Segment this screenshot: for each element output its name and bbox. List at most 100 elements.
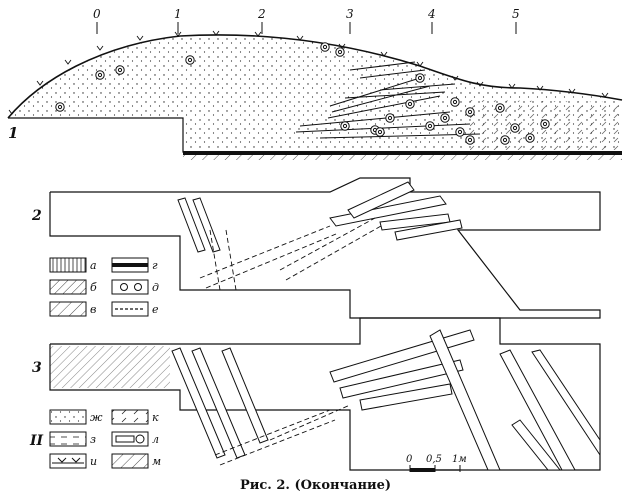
legend-top-swatch-4 [49, 301, 87, 317]
plan-top-logs [177, 181, 463, 253]
plan-bottom-dashed-traces [214, 404, 351, 466]
turf-mark [64, 59, 72, 65]
log-section-core [407, 101, 413, 107]
plan-top-dashed-traces [199, 217, 382, 291]
log-section-core [502, 137, 508, 143]
turf-mark [254, 31, 262, 37]
turf-mark [174, 31, 182, 37]
legend-top-swatch-2 [49, 279, 87, 295]
turf-mark [212, 30, 220, 36]
turf-mark [136, 35, 144, 41]
log-section-core [187, 57, 193, 63]
legend-bottom-letter-3: л [152, 433, 159, 446]
log-section-core [467, 137, 473, 143]
legend-bottom-swatch-4 [49, 453, 87, 469]
turf-mark [568, 88, 576, 94]
log-section-core [527, 135, 533, 141]
plan-bottom-label: 3 [32, 360, 42, 376]
scale-tick-half: 0,5 [426, 454, 442, 465]
figure-caption: Рис. 2. (Окончание) [239, 478, 392, 493]
turf-mark [380, 51, 388, 57]
legend-l-ring [135, 434, 145, 444]
log-section-core [457, 129, 463, 135]
profile-floor-band [183, 151, 622, 155]
legend-bottom-letter-2: з [90, 433, 96, 446]
legend-bottom-swatch-2 [49, 431, 87, 447]
station-label-2: 2 [257, 7, 266, 21]
legend-bottom-letter-0: ж [90, 411, 103, 424]
legend-l-log [115, 435, 135, 443]
turf-mark [536, 85, 544, 91]
turf-mark [36, 80, 44, 86]
plan-top-outline [49, 177, 601, 319]
profile-section: 0 1 2 3 4 5 [7, 7, 623, 160]
scale-tick-0: 0 [406, 454, 413, 465]
plan-bottom-left-fill [50, 346, 170, 388]
turf-mark [416, 61, 424, 67]
turf-mark [451, 75, 459, 81]
legend-bottom-letter-5: м [152, 455, 161, 468]
log-section-core [417, 75, 423, 81]
turf-mark [476, 81, 484, 87]
station-label-4: 4 [427, 7, 436, 21]
turf-mark [508, 83, 516, 89]
log-section-core [442, 115, 448, 121]
legend-g-bar [112, 263, 148, 267]
plan-bottom-outline [49, 317, 601, 471]
legend-top-swatch-0 [49, 257, 87, 273]
legend-top-swatch-3 [111, 279, 149, 295]
profile-bedrock [183, 155, 622, 160]
mound-fill [8, 34, 622, 151]
station-label-5: 5 [512, 7, 520, 21]
legend-top-letter-3: д [152, 281, 159, 294]
turf-mark [96, 45, 104, 51]
log-section-core [57, 104, 63, 110]
log-section-core [322, 44, 328, 50]
log-section-core [337, 49, 343, 55]
station-label-1: 1 [174, 7, 182, 21]
legend-top-letter-4: в [90, 303, 96, 316]
station-markers: 0 1 2 3 4 5 [93, 7, 520, 34]
legend-bottom-swatch-0 [49, 409, 87, 425]
legend-i-turf [57, 457, 81, 463]
legend-d-ring [120, 283, 128, 291]
station-label-3: 3 [346, 7, 354, 21]
log-section-core [542, 121, 548, 127]
legend: а г б д в е ж к з л и м [49, 257, 161, 469]
profile-label: 1 [8, 124, 18, 142]
legend-top-letter-1: г [152, 259, 158, 272]
profile-log-sections [55, 42, 550, 145]
scale-tick-1m: 1м [452, 454, 467, 465]
turf-mark [296, 35, 304, 41]
legend-top-letter-5: е [152, 303, 159, 316]
log-section-core [117, 67, 123, 73]
log-section-core [342, 123, 348, 129]
plan-bottom-logs [171, 329, 601, 471]
turf-mark [8, 109, 16, 115]
legend-bottom-letter-1: к [152, 411, 159, 424]
legend-group-label: II [29, 433, 44, 449]
turf-mark [338, 43, 346, 49]
log-section-core [452, 99, 458, 105]
turf-marks [8, 30, 609, 115]
log-section-core [512, 125, 518, 131]
log-section-core [97, 72, 103, 78]
log-section-core [467, 109, 473, 115]
legend-top-letter-0: а [90, 259, 97, 272]
log-section-core [377, 129, 383, 135]
legend-top-letter-2: б [90, 281, 97, 294]
plan-top-label: 2 [31, 208, 42, 224]
scale-bar: 0 0,5 1м [406, 454, 467, 472]
plan-bottom-section [49, 317, 601, 471]
legend-bottom-letter-4: и [90, 455, 97, 468]
turf-mark [601, 92, 609, 98]
legend-d-ring [134, 283, 142, 291]
log-section-core [427, 123, 433, 129]
legend-bottom-swatch-5 [111, 453, 149, 469]
plan-top-section [49, 177, 601, 319]
profile-logs [295, 61, 481, 139]
log-section-core [497, 105, 503, 111]
legend-bottom-swatch-1 [111, 409, 149, 425]
station-label-0: 0 [93, 7, 101, 21]
